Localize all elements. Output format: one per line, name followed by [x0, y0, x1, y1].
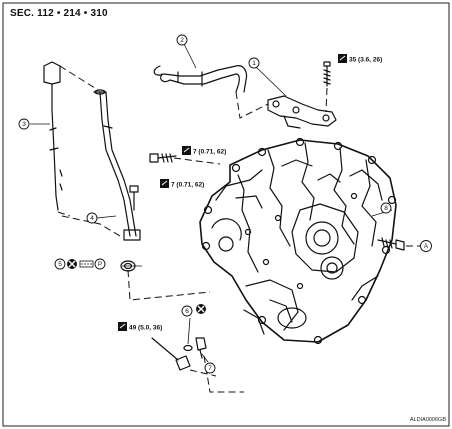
side-bolt [377, 237, 405, 251]
svg-text:35 (3.6, 26): 35 (3.6, 26) [349, 57, 382, 64]
callout-3: 3 [18, 118, 30, 130]
do-not-reuse-icon [196, 304, 206, 314]
svg-text:6: 6 [185, 308, 189, 315]
do-not-reuse-icon [67, 259, 77, 269]
charging-pipe [93, 89, 141, 241]
svg-text:4: 4 [90, 215, 94, 222]
torque-label-3: 7 (0.71, 62) [160, 179, 204, 189]
svg-text:1: 1 [252, 60, 256, 67]
apply-gasket-icon [79, 260, 94, 268]
svg-text:3: 3 [22, 121, 26, 128]
mount-bolt [151, 337, 191, 371]
pipe-bolt-lower [129, 185, 139, 211]
callout-8: 8 [380, 202, 392, 214]
callout-2: 2 [176, 34, 188, 46]
pipe-bolt-upper [149, 153, 177, 163]
mark-a: A [420, 240, 432, 252]
callout-1: 1 [248, 57, 260, 69]
bracket-bolt [323, 61, 331, 87]
assembly-guides [57, 65, 420, 393]
callout-5: 5 [54, 258, 66, 270]
drain-plug [183, 337, 207, 359]
leader-lines [30, 43, 393, 363]
svg-text:49 (5.0, 36): 49 (5.0, 36) [129, 325, 162, 332]
svg-text:7: 7 [208, 365, 212, 372]
torque-label-1: 35 (3.6, 26) [338, 54, 382, 64]
mark-p: P [94, 258, 106, 270]
callout-7: 7 [204, 362, 216, 374]
torque-label-4: 49 (5.0, 36) [118, 322, 162, 332]
bracket [267, 95, 337, 129]
svg-text:7 (0.71, 62): 7 (0.71, 62) [171, 182, 204, 189]
figure-code: ALDIA0006GB [409, 417, 446, 423]
torque-label-2: 7 (0.71, 62) [182, 146, 226, 156]
callout-4: 4 [86, 212, 98, 224]
oil-level-gauge [43, 61, 63, 211]
section-title: SEC. 112 • 214 • 310 [10, 8, 108, 19]
callout-6: 6 [181, 305, 193, 317]
transaxle-assembly [199, 137, 397, 345]
svg-text:8: 8 [384, 205, 388, 212]
svg-text:5: 5 [58, 261, 62, 268]
svg-text:2: 2 [180, 37, 184, 44]
breather-hose [153, 65, 248, 93]
svg-text:P: P [98, 262, 102, 268]
svg-text:7 (0.71, 62): 7 (0.71, 62) [193, 149, 226, 156]
svg-text:A: A [424, 244, 428, 250]
